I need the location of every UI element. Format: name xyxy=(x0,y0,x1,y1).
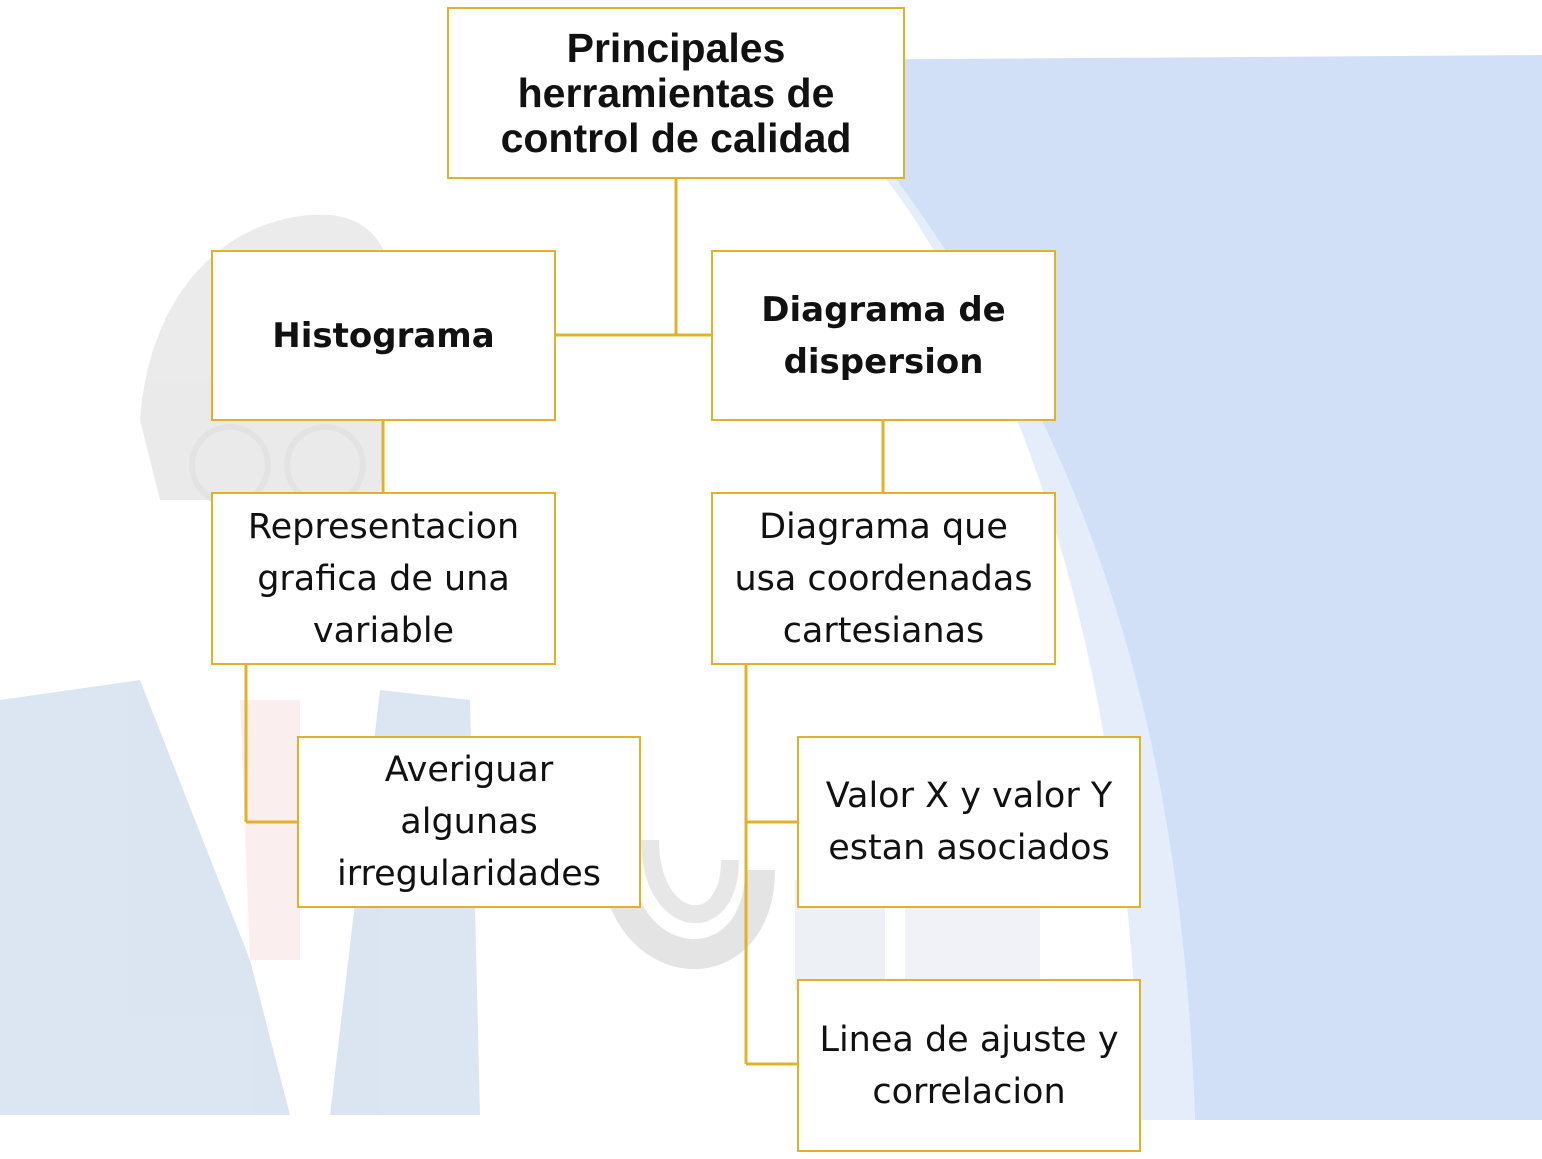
dispersion-node-text: Diagrama de dispersion xyxy=(761,289,1006,382)
dispersion-node: Diagrama de dispersion xyxy=(711,250,1056,421)
histograma-definition-text: Representacion grafica de una variable xyxy=(247,506,520,651)
dispersion-definition-text: Diagrama que usa coordenadas cartesianas xyxy=(734,506,1033,651)
histograma-definition-node: Representacion grafica de una variable xyxy=(211,492,556,665)
histograma-node: Histograma xyxy=(211,250,556,421)
dispersion-detail-node-1: Valor X y valor Y estan asociados xyxy=(797,736,1141,908)
background-arc-edge xyxy=(800,60,1195,1120)
dispersion-detail-text-2: Linea de ajuste y correlacion xyxy=(819,1019,1119,1112)
root-node-text: Principales herramientas de control de c… xyxy=(500,24,852,161)
background-blue-arc xyxy=(800,55,1542,1120)
histograma-detail-text: Averiguar algunas irregularidades xyxy=(337,750,601,894)
dispersion-detail-node-2: Linea de ajuste y correlacion xyxy=(797,979,1141,1152)
histograma-detail-node: Averiguar algunas irregularidades xyxy=(297,736,641,908)
dispersion-detail-text-1: Valor X y valor Y estan asociados xyxy=(825,776,1113,868)
dispersion-definition-node: Diagrama que usa coordenadas cartesianas xyxy=(711,492,1056,665)
histograma-node-text: Histograma xyxy=(272,315,495,356)
root-node: Principales herramientas de control de c… xyxy=(447,7,905,179)
